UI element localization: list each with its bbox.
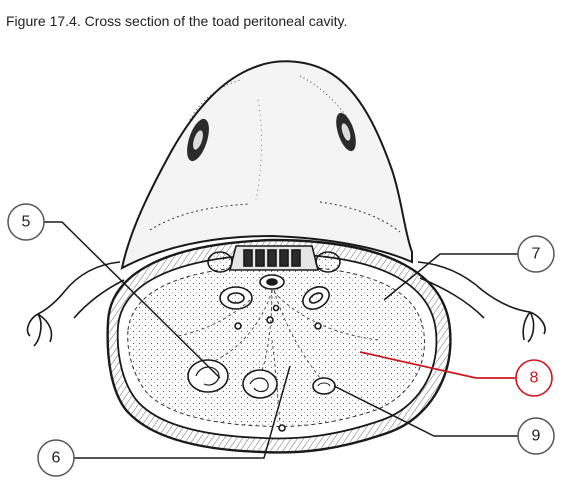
intestine-loop-left <box>187 359 229 393</box>
leader-lines <box>44 221 518 459</box>
leader-line-7 <box>383 253 518 301</box>
callout-8: 8 <box>515 359 553 397</box>
callout-5: 5 <box>7 203 45 241</box>
callout-9: 9 <box>517 417 555 455</box>
figure-caption: Figure 17.4. Cross section of the toad p… <box>6 13 348 29</box>
svg-text:6: 6 <box>52 450 61 467</box>
leader-line-8 <box>359 351 516 379</box>
callout-6: 6 <box>37 439 75 477</box>
svg-text:5: 5 <box>22 214 31 231</box>
abdominal-organs <box>177 286 381 432</box>
svg-text:8: 8 <box>530 370 539 387</box>
leader-line-6 <box>74 365 291 459</box>
svg-text:9: 9 <box>532 428 541 445</box>
body-wall <box>106 238 452 454</box>
leader-line-9 <box>333 385 518 437</box>
intestine-loop-center <box>242 369 278 399</box>
svg-text:7: 7 <box>532 246 541 263</box>
small-organ <box>312 377 336 395</box>
leader-line-5 <box>44 221 221 379</box>
callout-7: 7 <box>517 235 555 273</box>
vertebral-column <box>207 245 341 290</box>
toad-head <box>120 60 413 270</box>
